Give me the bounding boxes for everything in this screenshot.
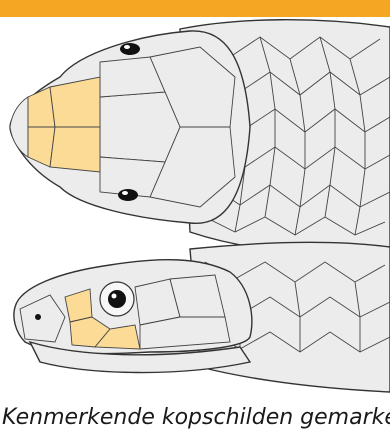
- nostril: [35, 314, 41, 320]
- lateral-view: [14, 242, 390, 392]
- figure-caption: Kenmerkende kopschilden gemarkeerd: [2, 403, 390, 437]
- eye-lower-dorsal: [118, 189, 138, 201]
- snake-head-illustration: [0, 17, 390, 397]
- rostral-scale: [10, 97, 28, 157]
- temporal-scale: [170, 275, 225, 317]
- eye-upper-dorsal: [120, 43, 140, 55]
- dorsal-view: [10, 20, 390, 252]
- frontal-scale: [100, 92, 180, 162]
- prefrontal-scale: [50, 77, 100, 172]
- top-accent-bar: [0, 0, 390, 17]
